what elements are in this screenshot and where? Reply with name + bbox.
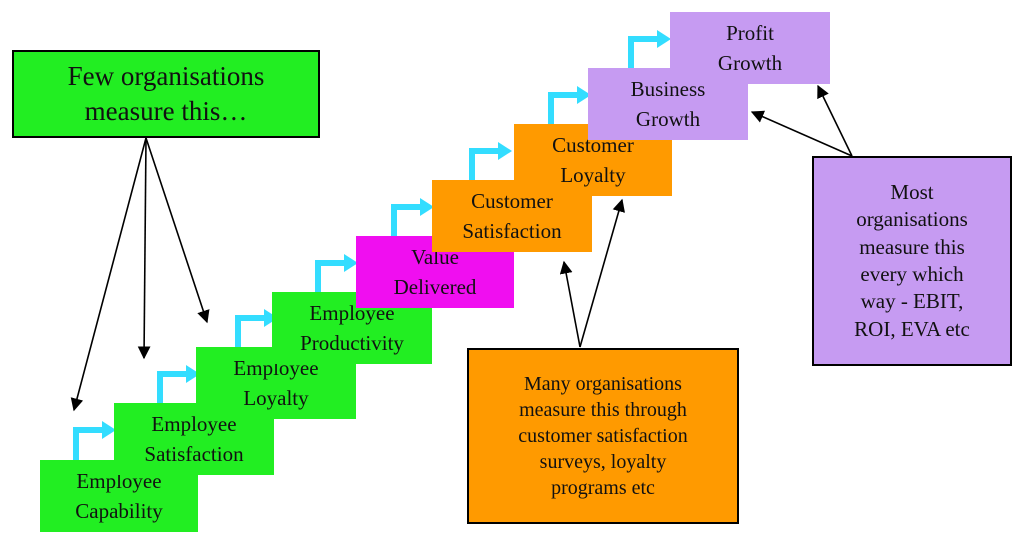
pointer-arrow (145, 137, 210, 324)
note-few-organisations: Few organisations measure this… (12, 50, 320, 138)
connector-arrow (469, 148, 500, 180)
note-text: Few organisations measure this… (67, 60, 265, 126)
pointer-arrow (559, 260, 581, 348)
pointer-arrow (137, 137, 151, 360)
step-profit-growth: Profit Growth (670, 12, 830, 84)
connector-arrow (157, 371, 188, 403)
connector-arrow (73, 427, 104, 460)
pointer-arrow (70, 137, 147, 412)
pointer-arrow (817, 84, 853, 157)
connector-arrow (235, 315, 266, 348)
step-label: Profit Growth (717, 20, 783, 75)
pointer-arrow (750, 110, 853, 157)
note-text: Many organisations measure this through … (518, 373, 688, 499)
connector-arrow (548, 92, 579, 124)
connector-arrow (391, 204, 422, 236)
connector-arrow (315, 260, 346, 292)
connector-arrow (628, 36, 659, 68)
step-label: Customer Loyalty (552, 132, 634, 187)
note-many-organisations: Many organisations measure this through … (467, 348, 739, 524)
note-most-organisations: Most organisations measure this every wh… (812, 156, 1012, 366)
note-text: Most organisations measure this every wh… (854, 180, 970, 341)
